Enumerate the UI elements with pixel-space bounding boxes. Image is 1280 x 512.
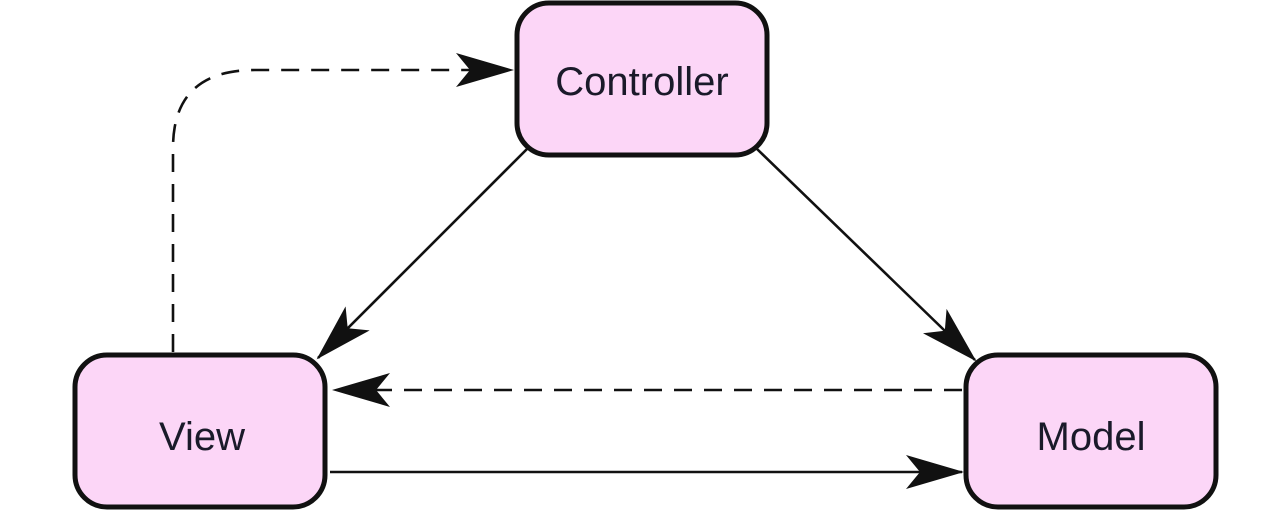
node-view: View [72,352,328,510]
edge-controller-to-view [316,147,529,360]
view-box [72,352,328,510]
edge-controller-to-model [755,147,977,362]
node-model: Model [963,352,1219,510]
node-controller: Controller [514,0,770,158]
controller-label: Controller [555,60,728,104]
model-box [963,352,1219,510]
model-label: Model [1037,415,1146,459]
view-label: View [159,415,245,459]
controller-box [514,0,770,158]
edge-view-to-controller-dashed [171,53,514,352]
